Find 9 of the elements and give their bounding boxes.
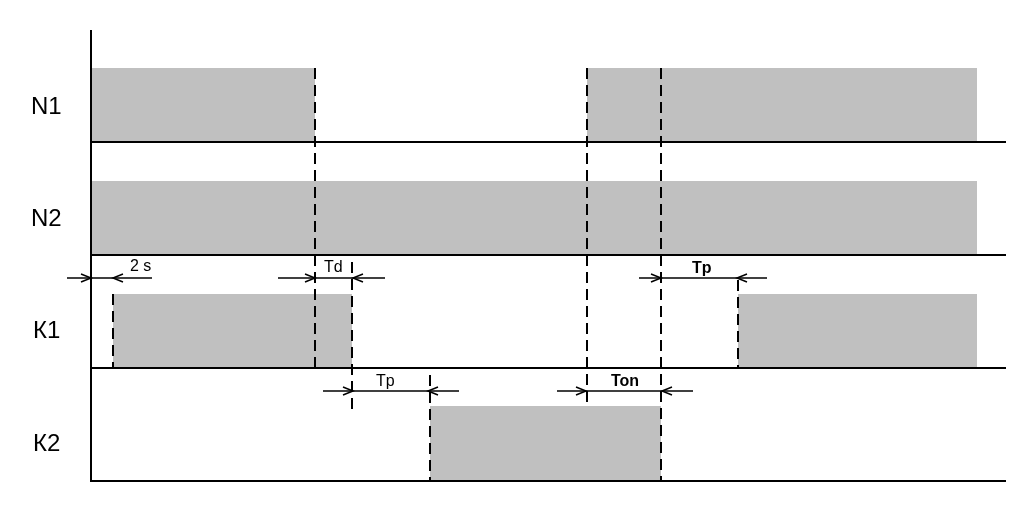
signal-name: N2 [31,206,62,230]
signal-name: К1 [33,318,61,342]
dimension-label: Tp [692,260,712,276]
signal-name: К2 [33,431,61,455]
dimension-label: Td [324,259,343,275]
signal-name: N1 [31,94,62,118]
dimension-label: 2 s [130,258,152,274]
dimension-label: Ton [611,373,640,389]
dimension-label: Tp [376,373,395,389]
